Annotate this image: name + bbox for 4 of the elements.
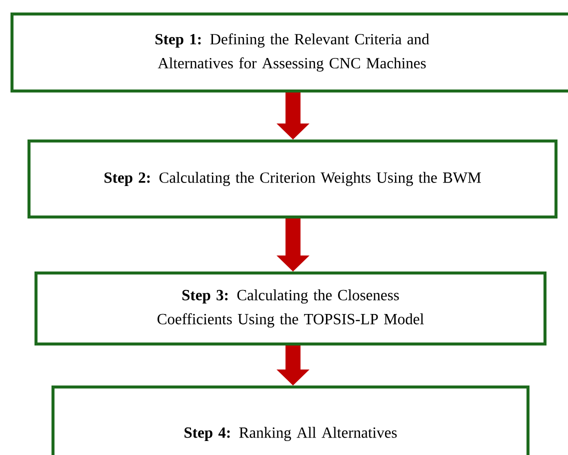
step-box: Step 1: Defining the Relevant Criteria and Alternatives for Assessing CNC Machines — [10, 12, 568, 92]
step-box: Step 4: Ranking All Alternatives — [52, 385, 530, 455]
step-box: Step 2: Calculating the Criterion Weights Using the BWM — [28, 140, 558, 218]
step-box: Step 3: Calculating the Closeness Coefficients Using the TOPSIS-LP Model — [34, 271, 546, 346]
